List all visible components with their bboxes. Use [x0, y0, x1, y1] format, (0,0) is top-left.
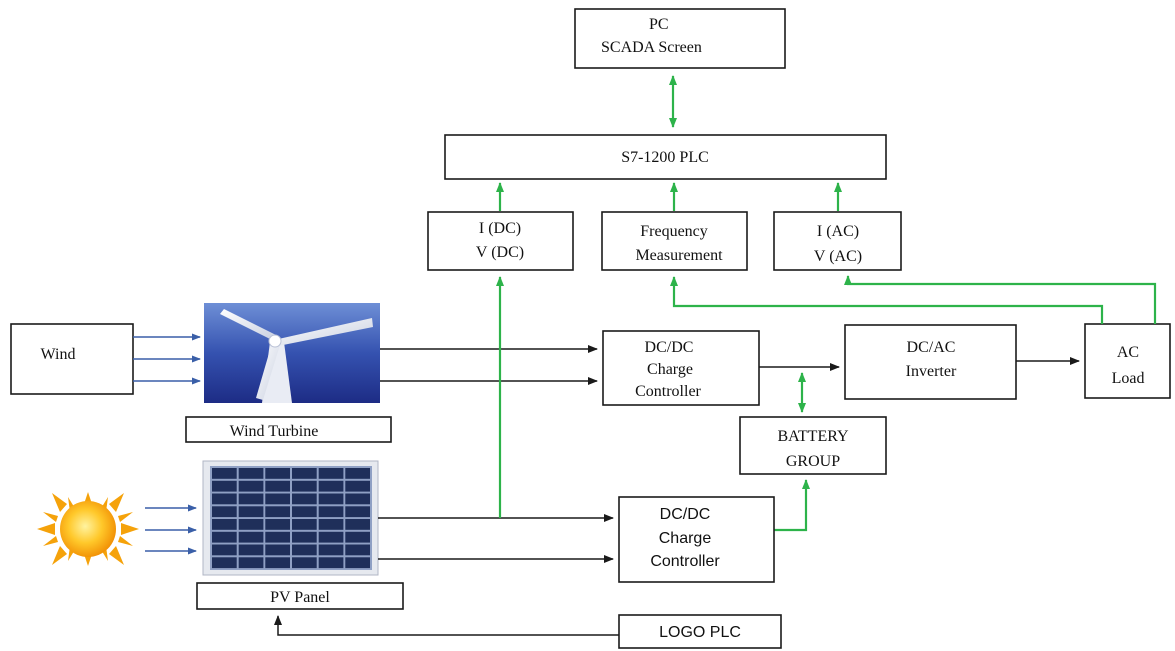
pv-cell [319, 494, 344, 505]
pv-cell [212, 494, 237, 505]
pv-cell [265, 481, 290, 492]
pv-panel-label: PV Panel [270, 589, 330, 606]
pv-cell [319, 519, 344, 530]
pv-cell [319, 532, 344, 543]
pv-cell [345, 519, 370, 530]
pc-label: PC [649, 16, 669, 33]
pv-cell [345, 557, 370, 568]
pv-cell [239, 557, 264, 568]
logo-plc-to-panel-line [278, 616, 619, 635]
ac-voltage-label: V (AC) [814, 248, 862, 265]
pv-cell [239, 545, 264, 556]
pv-cell [239, 519, 264, 530]
wind-input-arrows [133, 337, 200, 381]
pv-cell [212, 545, 237, 556]
pv-cell [265, 545, 290, 556]
pv-panel-image [203, 461, 378, 575]
pv-cell [319, 481, 344, 492]
pv-cell [292, 494, 317, 505]
pv-cell [292, 468, 317, 479]
ac-load-box: AC Load [1085, 324, 1170, 398]
pv-cell [265, 557, 290, 568]
ac-load-line2: Load [1112, 370, 1145, 387]
pv-cell [292, 557, 317, 568]
ac-load-line1: AC [1117, 344, 1139, 361]
pv-cell [345, 481, 370, 492]
charge-controller-bottom-line2: Charge [659, 530, 712, 547]
plc-label: S7-1200 PLC [621, 149, 709, 166]
pv-cell [239, 506, 264, 517]
wind-turbine-label: Wind Turbine [230, 423, 319, 440]
wind-turbine-label-box: Wind Turbine [186, 417, 391, 442]
charge-controller-top-line2: Charge [647, 361, 693, 378]
pv-cell [319, 506, 344, 517]
pv-cell [239, 468, 264, 479]
pv-cell [345, 532, 370, 543]
pv-cell [212, 468, 237, 479]
pv-cell [265, 506, 290, 517]
pv-cell [265, 494, 290, 505]
charge-controller-bottom-line3: Controller [650, 553, 720, 570]
frequency-measurement-box: Frequency Measurement [602, 212, 747, 270]
pv-cell [319, 545, 344, 556]
pv-panel-label-box: PV Panel [197, 583, 403, 609]
wind-turbine-image [204, 303, 380, 403]
pv-cell [212, 519, 237, 530]
pv-cell [212, 481, 237, 492]
pv-cell [212, 532, 237, 543]
pv-cell [292, 545, 317, 556]
charge-controller-bottom-box: DC/DC Charge Controller [619, 497, 774, 582]
inverter-box: DC/AC Inverter [845, 325, 1016, 399]
load-to-ac-measurement-line [848, 276, 1155, 324]
inverter-line1: DC/AC [907, 339, 956, 356]
charge-controller-top-line3: Controller [635, 383, 701, 400]
dc-measurement-box: I (DC) V (DC) [428, 212, 573, 270]
controller-to-battery-line [774, 480, 806, 530]
pv-cell [292, 506, 317, 517]
charge-controller-top-line1: DC/DC [645, 339, 694, 356]
pv-cell [292, 481, 317, 492]
sun-icon [37, 492, 139, 566]
dc-voltage-label: V (DC) [476, 244, 524, 261]
scada-screen-label: SCADA Screen [601, 39, 702, 56]
wind-box: Wind [11, 324, 133, 394]
sunlight-input-arrows [145, 508, 196, 551]
pv-cell [239, 481, 264, 492]
frequency-label: Frequency [640, 223, 708, 240]
pc-scada-box: PC SCADA Screen [575, 9, 785, 68]
measurement-label: Measurement [635, 247, 723, 264]
pv-cell [239, 494, 264, 505]
wind-label: Wind [41, 346, 76, 363]
pv-cell [212, 506, 237, 517]
pv-cell [319, 468, 344, 479]
pv-cell [265, 532, 290, 543]
pv-cell [345, 506, 370, 517]
ac-measurement-box: I (AC) V (AC) [774, 212, 901, 270]
pv-cell [265, 468, 290, 479]
s7-1200-plc-box: S7-1200 PLC [445, 135, 886, 179]
ac-current-label: I (AC) [817, 223, 859, 240]
dc-current-label: I (DC) [479, 220, 521, 237]
logo-plc-label: LOGO PLC [659, 624, 741, 641]
battery-line1: BATTERY [777, 428, 849, 445]
pv-cell [212, 557, 237, 568]
pv-cell [345, 494, 370, 505]
pv-cell [345, 468, 370, 479]
pv-cell [292, 519, 317, 530]
pv-cell [292, 532, 317, 543]
inverter-line2: Inverter [906, 363, 957, 380]
pv-cell [345, 545, 370, 556]
pv-cell [319, 557, 344, 568]
charge-controller-top-box: DC/DC Charge Controller [603, 331, 759, 405]
charge-controller-bottom-line1: DC/DC [660, 506, 711, 523]
logo-plc-box: LOGO PLC [619, 615, 781, 648]
pv-cell [265, 519, 290, 530]
battery-group-box: BATTERY GROUP [740, 417, 886, 474]
pv-cell [239, 532, 264, 543]
battery-line2: GROUP [786, 453, 840, 470]
